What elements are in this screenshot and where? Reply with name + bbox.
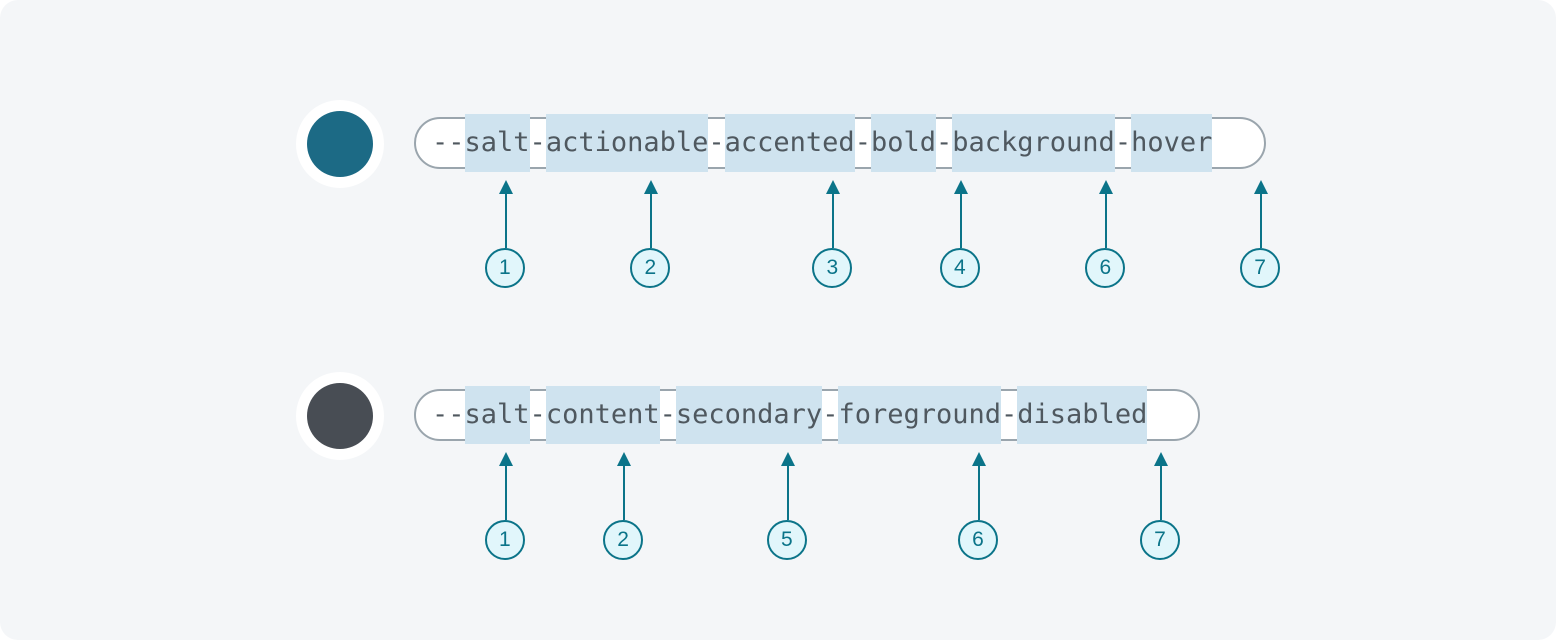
token-separator: - [935,127,953,158]
token-separator: - [1114,127,1132,158]
token-separator: - [854,127,871,158]
callout-number-badge: 6 [1085,248,1126,288]
token-part-highlighted: disabled [1017,386,1148,444]
arrow-up-icon [1254,180,1269,194]
token-separator: - [529,127,546,158]
color-swatch-ring [296,100,384,188]
arrow-up-icon [1099,180,1114,194]
arrow-line [959,190,962,248]
token-separator: - [529,399,546,430]
arrow-line [623,462,626,520]
token-part-highlighted: salt [464,386,530,444]
token-separator: - [659,399,676,430]
color-swatch [307,111,373,177]
arrow-up-icon [972,452,986,466]
color-swatch-ring [296,372,384,460]
token-part-highlighted: actionable [545,114,709,172]
callout-number-badge: 2 [603,520,644,560]
token-part-highlighted: foreground [838,386,1002,444]
arrow-up-icon [644,180,659,194]
arrow-line [786,462,789,520]
token-part-highlighted: background [952,114,1115,172]
token-part-highlighted: bold [870,114,936,172]
callout-number-badge: 7 [1140,520,1180,560]
callout-number-badge: 1 [484,520,525,560]
arrow-up-icon [617,452,632,466]
callout-number-badge: 4 [939,248,980,288]
arrow-line [650,190,653,248]
arrow-line [1160,462,1162,520]
arrow-line [1260,190,1263,248]
token-part-highlighted: content [545,386,660,444]
token-prefix: -- [432,399,465,430]
arrow-line [504,462,507,520]
token-part-highlighted: accented [724,114,855,172]
token-separator: - [822,399,839,430]
arrow-line [832,190,835,248]
arrow-line [1105,190,1108,248]
arrow-up-icon [953,180,968,194]
token-part-highlighted: secondary [675,386,823,444]
token-text: --salt-content-secondary-foreground-disa… [414,386,1148,444]
callout-number-badge: 5 [766,520,807,560]
token-part-highlighted: salt [464,114,530,172]
token-prefix: -- [432,127,465,158]
arrow-line [504,190,507,248]
callout-number-badge: 7 [1240,248,1281,288]
color-swatch [307,383,373,449]
token-separator: - [708,127,725,158]
arrow-line [978,462,980,520]
callout-number-badge: 2 [630,248,671,288]
token-text: --salt-actionable-accented-bold-backgrou… [414,114,1213,172]
arrow-up-icon [1154,452,1168,466]
arrow-up-icon [498,452,513,466]
callout-number-badge: 1 [484,248,525,288]
token-separator: - [1001,399,1018,430]
callout-number-badge: 6 [958,520,998,560]
token-part-highlighted: hover [1131,114,1213,172]
arrow-up-icon [826,180,841,194]
callout-number-badge: 3 [812,248,853,288]
arrow-up-icon [498,180,513,194]
arrow-up-icon [780,452,795,466]
